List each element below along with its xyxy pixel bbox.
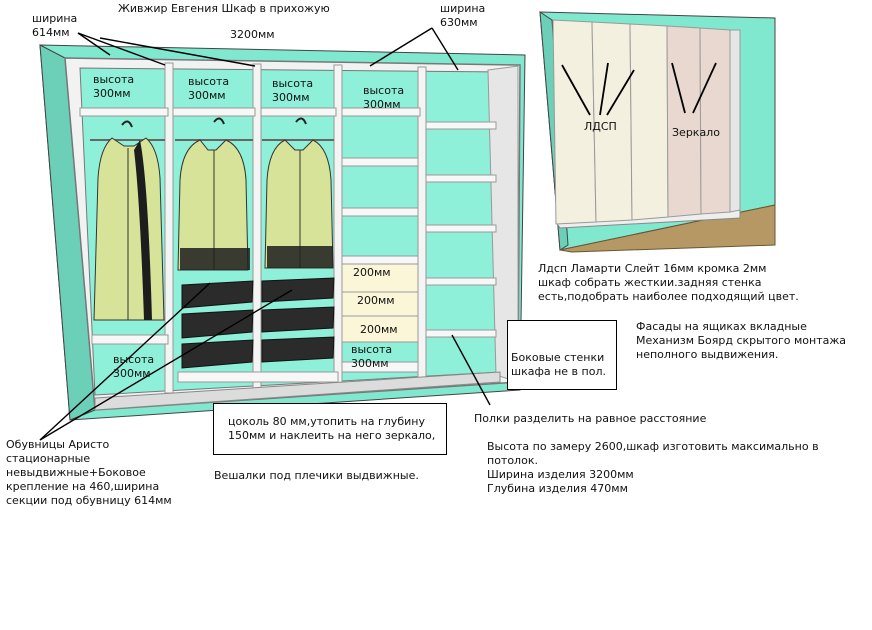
- note-hangers: Вешалки под плечики выдвижные.: [214, 469, 419, 482]
- top-shelf-4: [341, 107, 421, 117]
- shelves-section-5: [425, 121, 497, 338]
- side-wall-note-box: [507, 320, 617, 390]
- facade-doors: [552, 19, 741, 225]
- note-shelves: Полки разделить на равное расстояние: [474, 412, 707, 425]
- height-label-2: высота 300мм: [188, 75, 230, 102]
- top-shelf-2: [172, 107, 256, 117]
- garment-1: [93, 120, 165, 321]
- plinth: [94, 371, 501, 411]
- note-material: Лдсп Ламарти Слейт 16мм кромка 2мм шкаф …: [538, 262, 799, 303]
- height-label-bottom-left: высота 300мм: [113, 353, 155, 380]
- plinth-note-box: [213, 403, 447, 455]
- height-label-4: высота 300мм: [363, 84, 405, 111]
- note-dimensions: Высота по замеру 2600,шкаф изготовить ма…: [487, 440, 819, 495]
- shoe-rack-base: [177, 371, 339, 383]
- leader-lines: [39, 27, 491, 441]
- drawer-label-2: 200мм: [357, 294, 395, 307]
- note-side-walls: Боковые стенки шкафа не в пол.: [511, 351, 606, 378]
- door-mirror-2: [699, 27, 731, 215]
- door-mirror-1: [666, 25, 702, 218]
- shoe-rack-2: [261, 277, 335, 363]
- drawer-label-3: 200мм: [360, 323, 398, 336]
- diagram-title: Живжир Евгения Шкаф в прихожую: [118, 2, 330, 15]
- door-ldsp-3: [629, 23, 669, 221]
- total-width-label: 3200мм: [230, 28, 275, 41]
- facade-leaders: [561, 62, 717, 116]
- width-label-left: ширина 614мм: [32, 12, 78, 39]
- drawer-stack: [341, 263, 419, 343]
- garment-2: [177, 117, 250, 271]
- height-label-bottom-mid: высота 300мм: [351, 343, 393, 370]
- top-shelf-3: [260, 107, 337, 117]
- top-shelf-1: [79, 107, 169, 117]
- height-label-1: высота 300мм: [93, 73, 135, 100]
- bottom-shelf-left: [91, 334, 169, 345]
- note-shoes: Обувницы Аристо стационарные невыдвижные…: [6, 438, 172, 507]
- shoe-rack-1: [181, 280, 254, 369]
- drawer-label-1: 200мм: [353, 266, 391, 279]
- garment-3: [264, 117, 334, 269]
- facade-label-mirror: Зеркало: [672, 126, 720, 139]
- note-plinth: цоколь 80 мм,утопить на глубину 150мм и …: [228, 415, 436, 442]
- width-label-right: ширина 630мм: [440, 2, 486, 29]
- height-label-3: высота 300мм: [272, 77, 314, 104]
- facade-right-side: [729, 29, 741, 213]
- facade-label-ldsp: ЛДСП: [584, 120, 617, 133]
- note-drawer-facades: Фасады на ящиках вкладные Механизм Боярд…: [636, 320, 846, 361]
